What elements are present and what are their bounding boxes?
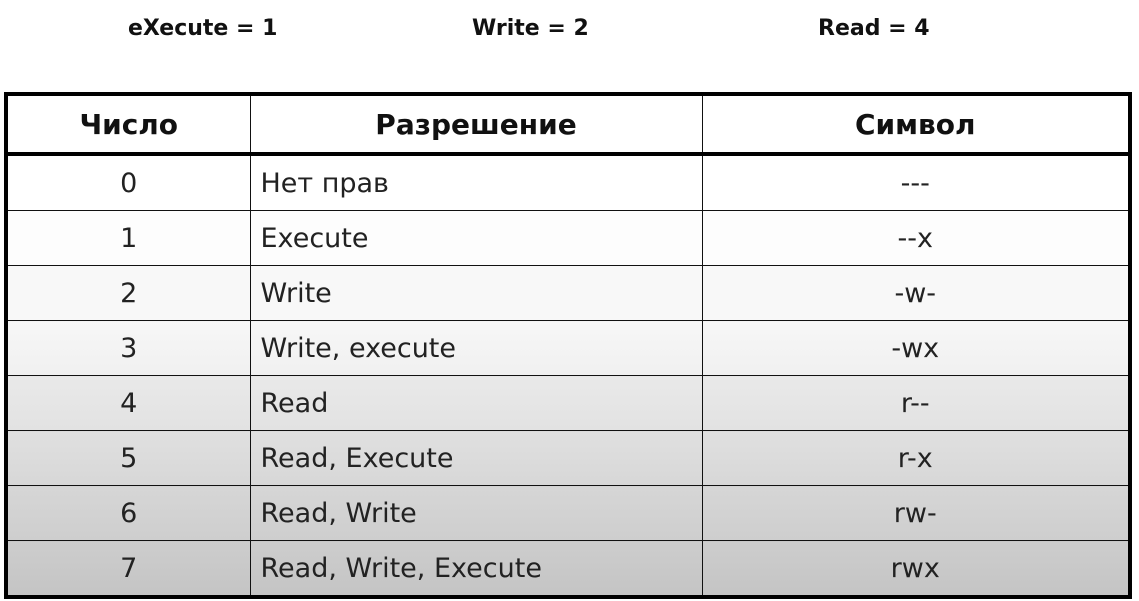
permissions-table: Число Разрешение Символ 0 Нет прав --- 1…	[4, 92, 1132, 599]
cell-number: 7	[5, 540, 251, 598]
cell-symbol: ---	[701, 153, 1131, 211]
cell-symbol: rw-	[701, 485, 1131, 541]
cell-number: 3	[5, 320, 251, 376]
cell-symbol: --x	[701, 210, 1131, 266]
cell-permission: Read, Write	[249, 485, 703, 541]
cell-symbol: r-x	[701, 430, 1131, 486]
table-row: 5 Read, Execute r-x	[5, 430, 1131, 486]
cell-number: 6	[5, 485, 251, 541]
cell-permission: Read, Write, Execute	[249, 540, 703, 598]
header-number: Число	[5, 93, 251, 156]
cell-permission: Нет прав	[249, 153, 703, 211]
cell-permission: Read	[249, 375, 703, 431]
cell-number: 1	[5, 210, 251, 266]
cell-permission: Execute	[249, 210, 703, 266]
header-permission: Разрешение	[249, 93, 703, 156]
legend-read: Read = 4	[818, 16, 930, 41]
cell-number: 2	[5, 265, 251, 321]
table-row: 4 Read r--	[5, 375, 1131, 431]
cell-symbol: -wx	[701, 320, 1131, 376]
table-row: 0 Нет прав ---	[5, 153, 1131, 211]
table-row: 7 Read, Write, Execute rwx	[5, 540, 1131, 598]
legend-write: Write = 2	[472, 16, 589, 41]
table-header-row: Число Разрешение Символ	[5, 93, 1131, 156]
permission-legend: eXecute = 1 Write = 2 Read = 4	[0, 14, 1139, 44]
cell-symbol: -w-	[701, 265, 1131, 321]
legend-execute: eXecute = 1	[128, 16, 278, 41]
header-symbol: Символ	[701, 93, 1131, 156]
cell-symbol: rwx	[701, 540, 1131, 598]
table-row: 3 Write, execute -wx	[5, 320, 1131, 376]
table-row: 6 Read, Write rw-	[5, 485, 1131, 541]
cell-number: 0	[5, 153, 251, 211]
cell-permission: Read, Execute	[249, 430, 703, 486]
cell-symbol: r--	[701, 375, 1131, 431]
cell-permission: Write	[249, 265, 703, 321]
table-row: 2 Write -w-	[5, 265, 1131, 321]
table-row: 1 Execute --x	[5, 210, 1131, 266]
cell-number: 5	[5, 430, 251, 486]
cell-permission: Write, execute	[249, 320, 703, 376]
cell-number: 4	[5, 375, 251, 431]
